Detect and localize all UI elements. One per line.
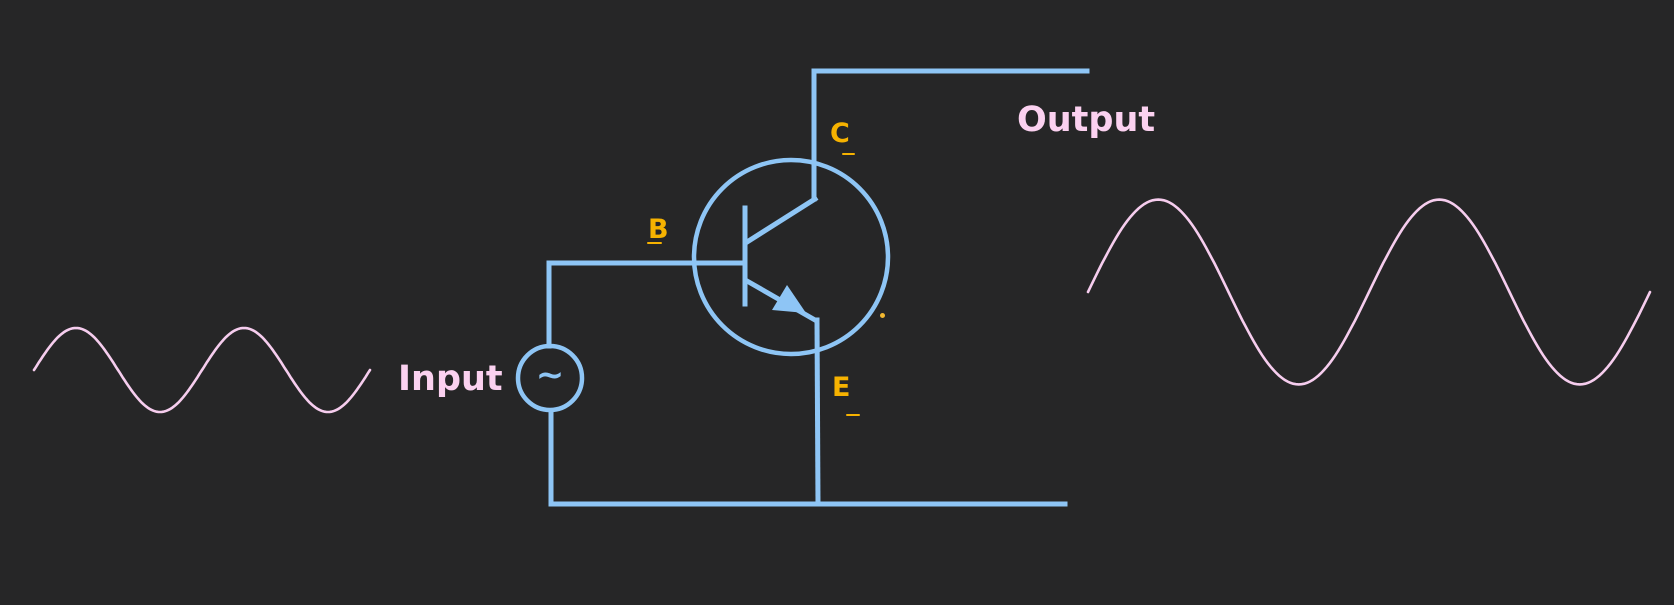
input-label: Input — [398, 359, 503, 399]
output-waveform — [1086, 198, 1652, 386]
base-wire — [546, 260, 748, 349]
transistor-envelope — [691, 157, 891, 357]
ac-source-circle — [515, 343, 585, 413]
collector-label-underline — [842, 153, 855, 155]
output-label: Output — [1017, 100, 1156, 140]
emitter-wire — [814, 317, 821, 507]
collector-label: C — [830, 118, 850, 149]
ac-source-tilde-icon: ~ — [535, 355, 565, 395]
collector-lead — [743, 195, 819, 246]
emitter-arrow-icon — [772, 285, 806, 313]
input-waveform — [32, 326, 372, 414]
emitter-label-underline — [846, 414, 860, 416]
emitter-label: E — [832, 372, 851, 403]
base-label: B — [648, 214, 669, 245]
collector-wire — [811, 68, 1090, 202]
base-label-underline — [647, 242, 662, 244]
ground-wire — [548, 408, 1068, 507]
cursor-dot — [880, 313, 885, 318]
